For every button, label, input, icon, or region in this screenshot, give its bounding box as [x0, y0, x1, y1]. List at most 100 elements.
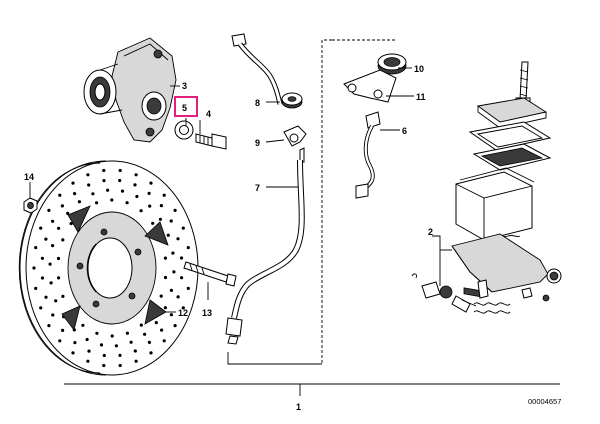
drill-hole	[87, 349, 91, 353]
callout-5[interactable]: 5	[182, 103, 187, 113]
drill-hole	[118, 353, 122, 357]
drill-hole	[147, 340, 151, 344]
callout-7[interactable]: 7	[255, 183, 260, 193]
drill-hole	[148, 204, 152, 208]
brake-line[interactable]	[355, 111, 381, 199]
drill-hole	[71, 351, 75, 355]
leader-lines	[29, 67, 560, 396]
drill-hole	[34, 286, 38, 290]
disc-center-bore	[87, 237, 133, 299]
grommet[interactable]	[281, 92, 303, 109]
brake-hose[interactable]	[225, 147, 305, 345]
drill-hole	[143, 332, 147, 336]
drill-hole	[181, 306, 185, 310]
callout-6[interactable]: 6	[402, 126, 407, 136]
drill-hole	[179, 256, 184, 260]
drill-hole	[163, 275, 168, 280]
drill-hole	[61, 238, 65, 242]
drill-hole	[102, 363, 106, 368]
drill-hole	[44, 237, 48, 241]
callout-4[interactable]: 4	[206, 109, 211, 119]
caliper-bolt[interactable]	[195, 133, 227, 150]
drill-hole	[51, 313, 55, 317]
drill-hole	[186, 286, 190, 290]
callout-2[interactable]: 2	[428, 227, 433, 237]
drill-hole	[149, 181, 153, 185]
assembly-group-bracket	[227, 39, 395, 365]
drill-hole	[134, 173, 138, 177]
drill-hole	[166, 233, 170, 237]
drill-hole	[91, 192, 95, 196]
drill-hole	[163, 256, 167, 260]
drill-hole	[147, 191, 151, 195]
drill-hole	[106, 188, 110, 192]
drill-hole	[102, 353, 106, 358]
hose-clip[interactable]	[283, 125, 307, 147]
drill-hole	[71, 181, 75, 185]
callout-10[interactable]: 10	[414, 64, 424, 74]
drill-hole	[139, 323, 143, 327]
drill-hole	[133, 349, 137, 353]
callout-labels: 1 2 3 4 5 6 7 8 9 10 11 12 13 14	[24, 64, 433, 412]
drill-hole	[151, 221, 155, 225]
drill-hole	[85, 337, 89, 342]
drill-hole	[162, 339, 166, 343]
drill-hole	[169, 313, 173, 317]
drill-hole	[86, 173, 90, 177]
brake-disc[interactable]	[18, 160, 199, 376]
mounting-bracket[interactable]	[343, 69, 397, 103]
drill-hole	[176, 295, 180, 299]
drill-hole	[154, 321, 158, 325]
drill-hole	[180, 276, 184, 280]
drill-hole	[87, 183, 91, 187]
drill-hole	[51, 244, 55, 248]
drill-hole	[159, 204, 163, 208]
callout-9[interactable]: 9	[255, 138, 260, 148]
drill-hole	[159, 294, 163, 298]
callout-14[interactable]: 14	[24, 172, 34, 182]
callout-8[interactable]: 8	[255, 98, 260, 108]
drill-hole	[120, 189, 125, 193]
callout-13[interactable]: 13	[202, 308, 212, 318]
drill-hole	[173, 324, 177, 328]
hex-nut[interactable]	[23, 197, 38, 214]
drill-hole	[86, 359, 90, 363]
drill-hole	[58, 193, 62, 197]
drill-hole	[149, 351, 153, 355]
drill-hole	[44, 295, 48, 299]
drill-hole	[32, 266, 36, 270]
drill-hole	[118, 178, 122, 183]
drill-hole	[99, 343, 104, 347]
reservoir-grommet[interactable]	[377, 53, 407, 75]
callout-1[interactable]: 1	[296, 402, 301, 412]
drill-hole	[95, 201, 99, 205]
brake-pipe-upper[interactable]	[231, 33, 283, 105]
drill-hole	[133, 183, 137, 187]
drill-hole	[61, 294, 65, 298]
long-bolt[interactable]	[183, 261, 237, 287]
callout-12[interactable]: 12	[178, 308, 188, 318]
callout-11[interactable]: 11	[416, 92, 426, 102]
drill-hole	[54, 299, 58, 303]
drill-hole	[163, 306, 167, 310]
drill-hole	[134, 359, 138, 363]
drill-hole	[172, 270, 176, 274]
drill-hole	[57, 226, 61, 230]
drill-hole	[81, 323, 85, 327]
drill-hole	[102, 179, 106, 183]
drill-hole	[125, 201, 129, 205]
brake-caliper[interactable]	[83, 37, 177, 143]
master-cylinder-assembly[interactable]	[411, 97, 562, 314]
callout-3[interactable]: 3	[182, 81, 187, 91]
drill-hole	[114, 344, 118, 348]
drill-hole	[40, 276, 45, 280]
drill-hole	[40, 256, 45, 260]
long-screw[interactable]	[515, 61, 531, 105]
drill-hole	[186, 246, 190, 250]
bushing[interactable]	[174, 120, 194, 140]
drill-hole	[34, 246, 38, 250]
drill-hole	[181, 226, 185, 230]
drill-hole	[39, 226, 43, 230]
drill-hole	[125, 331, 129, 335]
